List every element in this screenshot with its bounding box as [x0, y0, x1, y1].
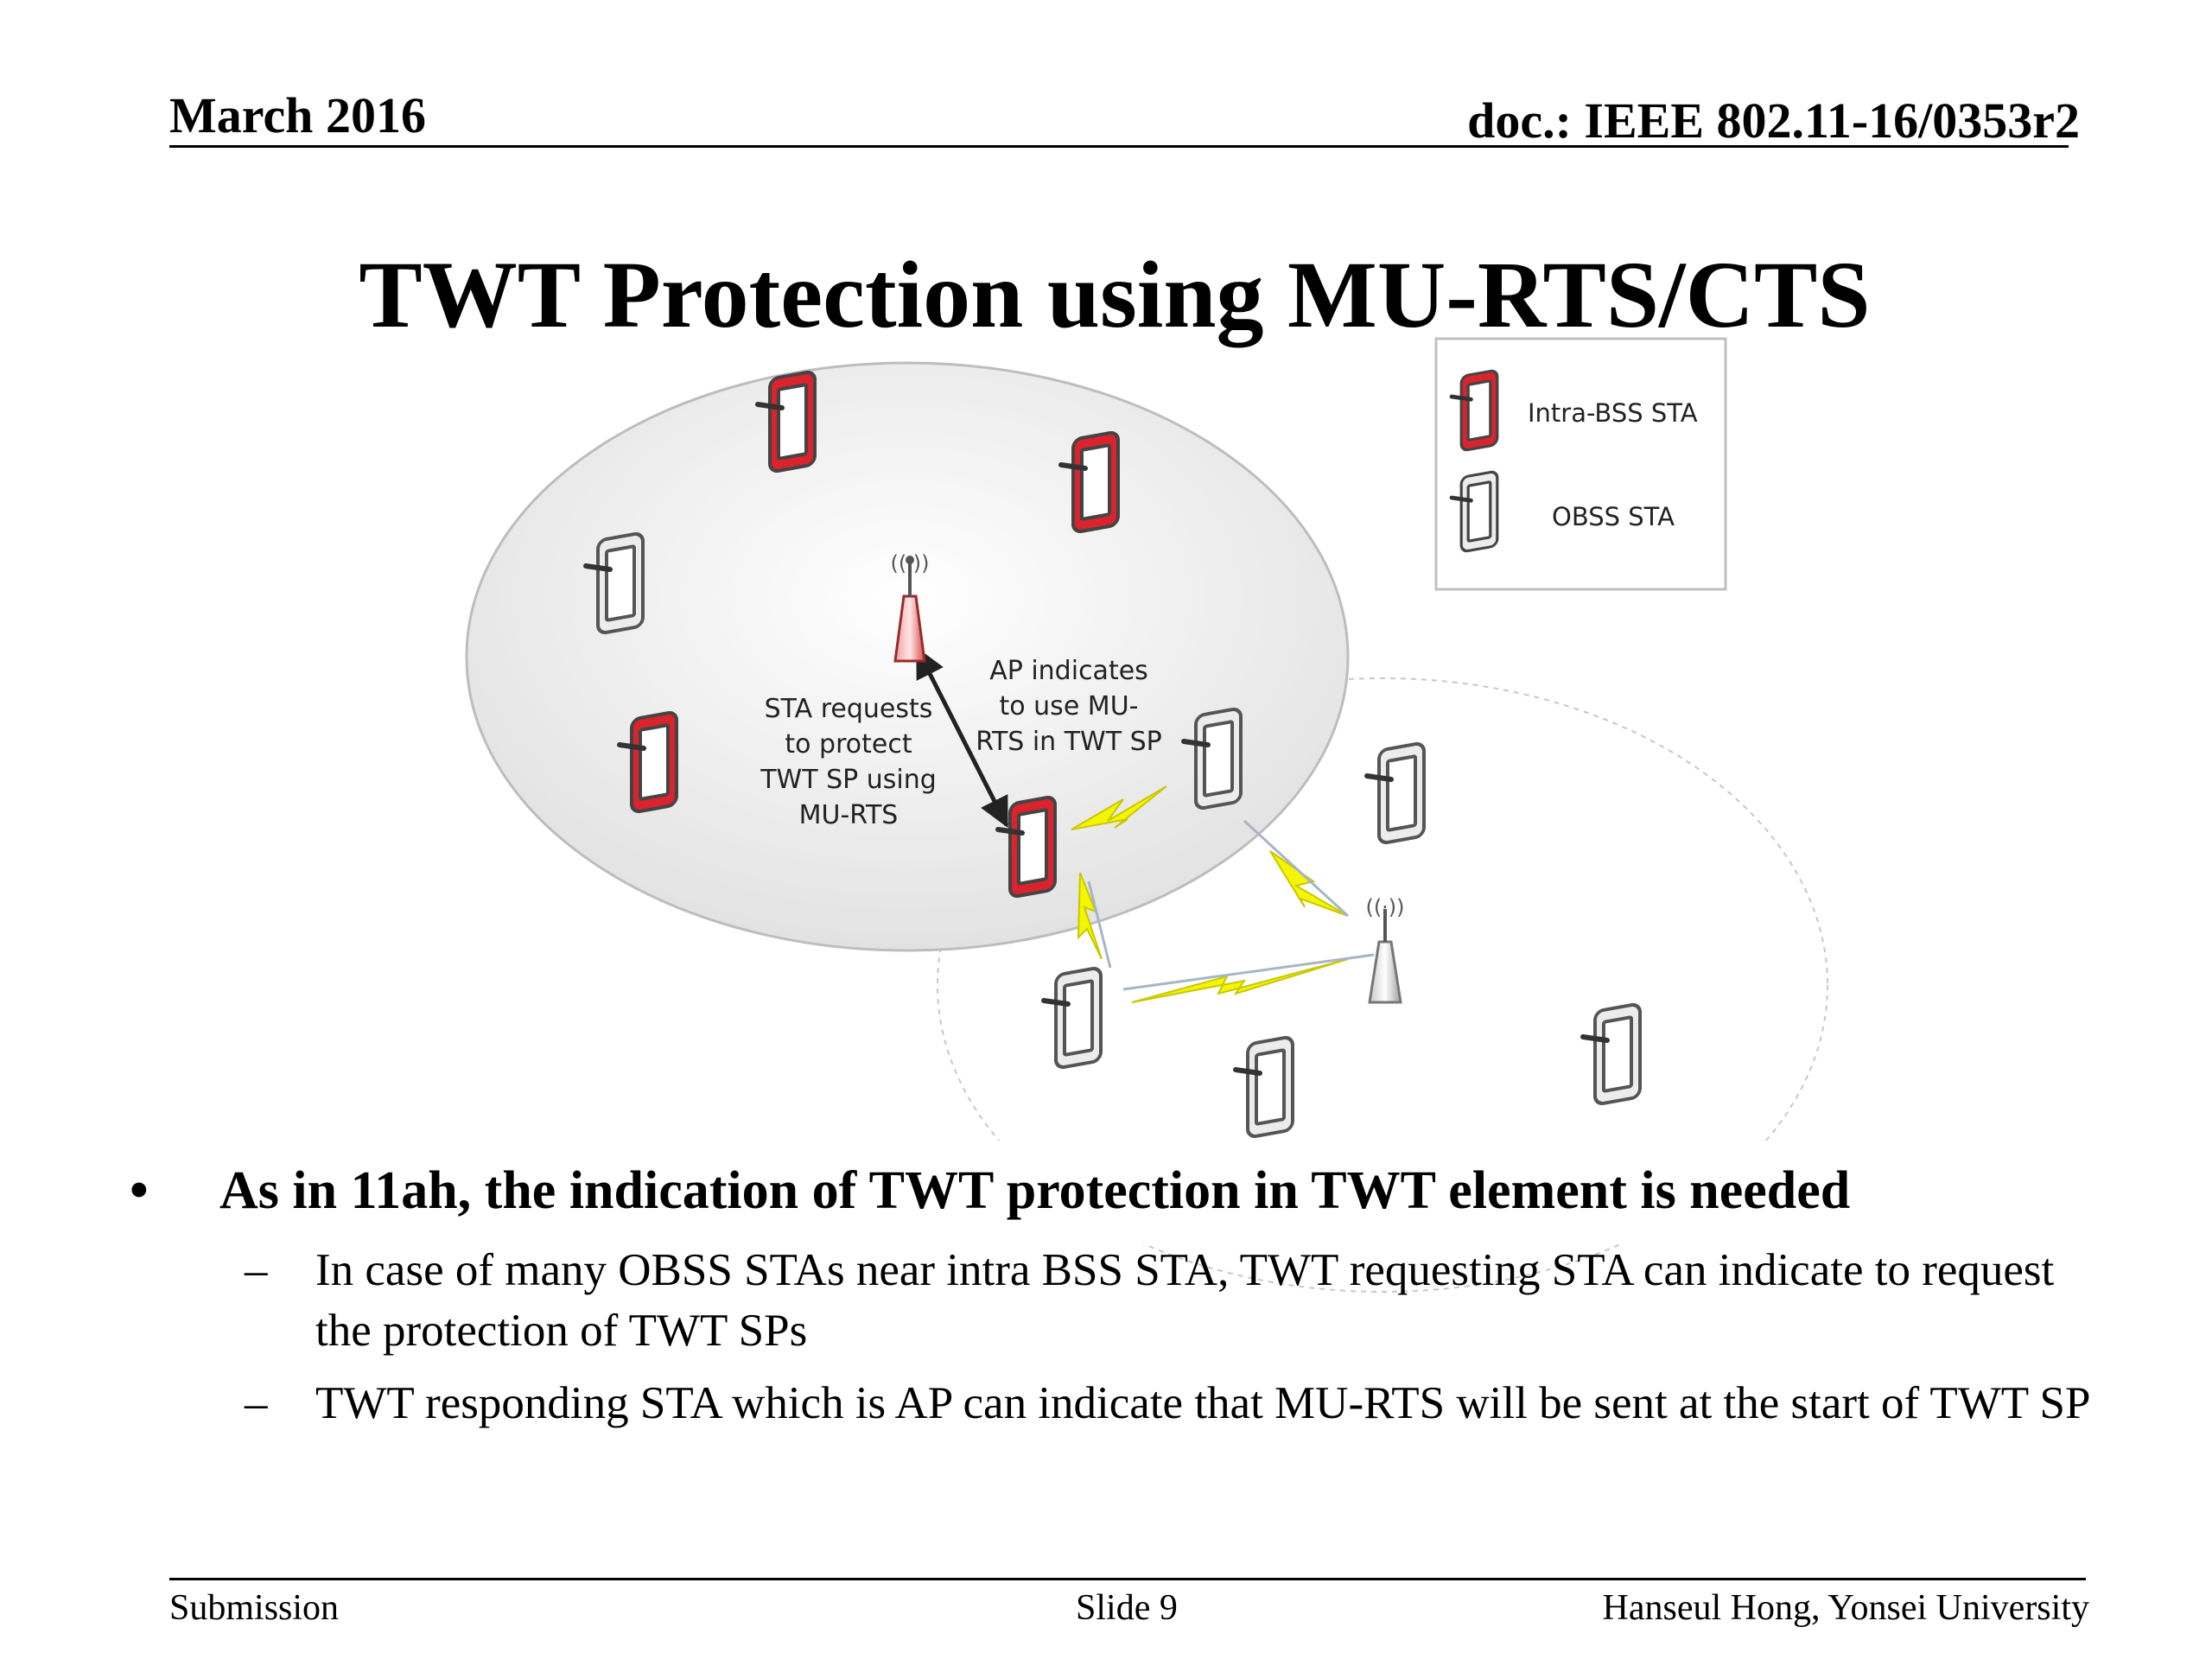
svg-text:AP indicates: AP indicates: [989, 656, 1148, 686]
svg-text:RTS in TWT SP: RTS in TWT SP: [976, 727, 1161, 757]
svg-text:((·)): ((·)): [890, 551, 929, 575]
obss-ap-icon: ((·)): [1365, 895, 1404, 1002]
bullet-main: • As in 11ah, the indication of TWT prot…: [130, 1154, 2117, 1228]
footer-submission: Submission: [169, 1587, 339, 1629]
bullet-sub: – TWT responding STA which is AP can ind…: [130, 1373, 2117, 1433]
bullet-sub-text: TWT responding STA which is AP can indic…: [315, 1378, 2090, 1428]
svg-text:((·)): ((·)): [1365, 895, 1404, 919]
legend-intra-label: Intra-BSS STA: [1528, 398, 1698, 428]
bullet-marker: •: [130, 1154, 149, 1228]
svg-text:MU-RTS: MU-RTS: [799, 800, 899, 830]
footer-slide-number: Slide 9: [1076, 1587, 1178, 1629]
svg-text:STA requests: STA requests: [765, 694, 933, 724]
sub-bullet-marker: –: [245, 1240, 268, 1300]
svg-text:to use MU-: to use MU-: [1000, 691, 1139, 721]
sub-bullet-marker: –: [245, 1373, 268, 1433]
bullet-main-text: As in 11ah, the indication of TWT protec…: [219, 1161, 1850, 1220]
svg-text:to protect: to protect: [785, 729, 912, 760]
svg-text:TWT SP using: TWT SP using: [760, 765, 937, 795]
obss-sta-icon: [1367, 742, 1424, 843]
bullet-sub-text: In case of many OBSS STAs near intra BSS…: [315, 1245, 2054, 1356]
bullet-list: • As in 11ah, the indication of TWT prot…: [130, 1154, 2117, 1433]
bullet-sub: – In case of many OBSS STAs near intra B…: [130, 1240, 2117, 1361]
legend-obss-label: OBSS STA: [1552, 502, 1675, 531]
obss-sta-icon: [1236, 1036, 1293, 1137]
obss-sta-icon: [1044, 967, 1101, 1068]
footer-author: Hanseul Hong, Yonsei University: [1603, 1587, 2090, 1629]
footer-rule: [169, 1578, 2086, 1580]
obss-sta-icon: [1583, 1003, 1640, 1104]
callout-ap-indicates: AP indicates to use MU- RTS in TWT SP: [976, 656, 1161, 757]
